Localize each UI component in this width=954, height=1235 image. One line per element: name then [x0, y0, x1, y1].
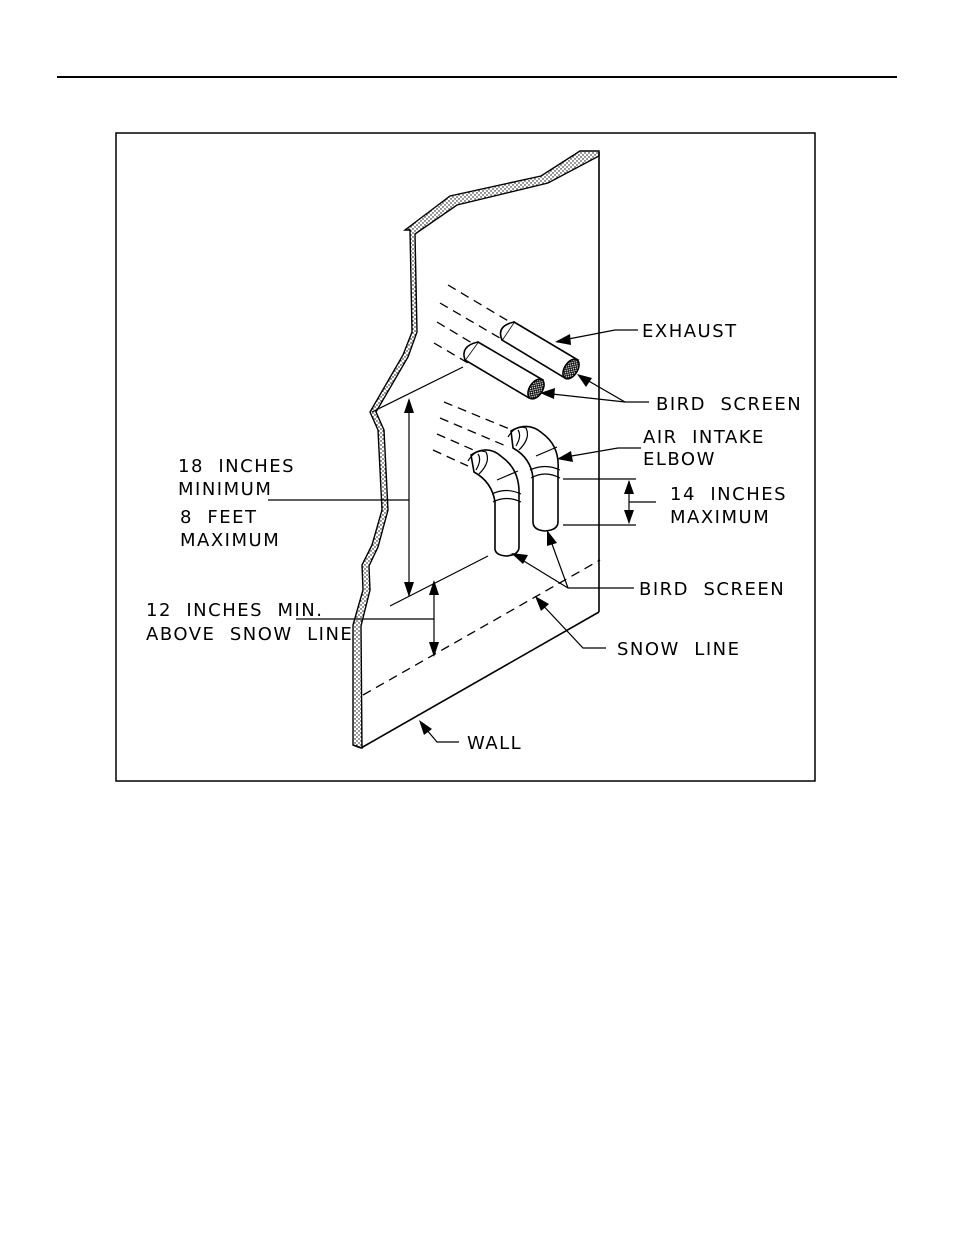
label-air-intake-2: ELBOW: [643, 449, 716, 470]
label-snow-line: SNOW LINE: [617, 639, 740, 660]
label-8ft-2: MAXIMUM: [180, 530, 280, 551]
label-air-intake-1: AIR INTAKE: [643, 427, 765, 448]
label-18in-1: 18 INCHES: [178, 456, 295, 477]
label-14in-2: MAXIMUM: [670, 507, 770, 528]
label-8ft-1: 8 FEET: [180, 507, 258, 528]
label-bird-screen-bottom: BIRD SCREEN: [639, 579, 785, 600]
leader-wall: [419, 720, 459, 742]
label-12in-1: 12 INCHES MIN.: [146, 600, 324, 621]
label-14in-1: 14 INCHES: [670, 484, 787, 505]
label-18in-2: MINIMUM: [178, 479, 272, 500]
label-exhaust: EXHAUST: [642, 321, 738, 342]
label-wall: WALL: [467, 733, 522, 754]
label-12in-2: ABOVE SNOW LINE: [146, 624, 353, 645]
wall: [353, 151, 599, 748]
label-bird-screen-top: BIRD SCREEN: [656, 394, 802, 415]
